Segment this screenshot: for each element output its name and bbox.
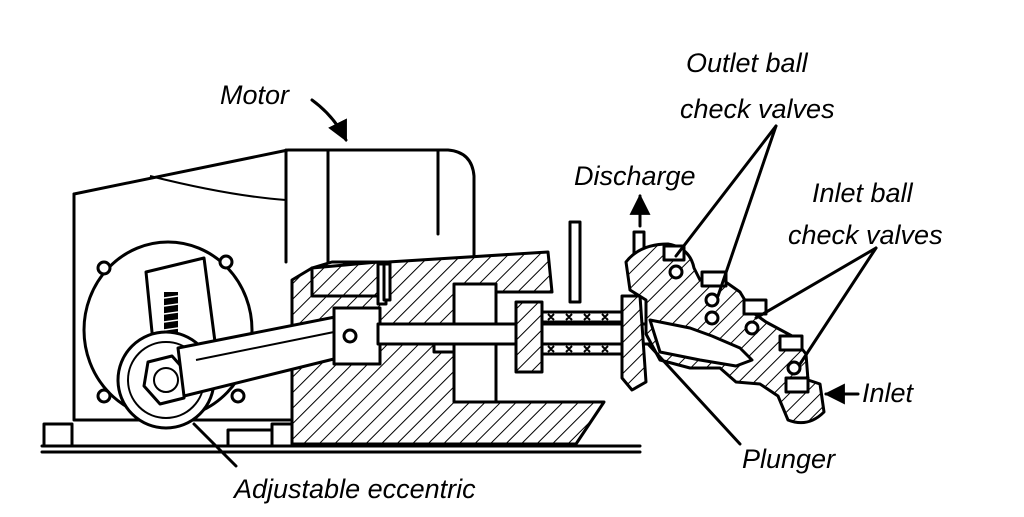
plunger-label: Plunger [742,444,836,474]
outlet-valves-label-line1: Outlet ball [686,48,809,78]
inlet-label: Inlet [862,378,915,408]
outlet-ball-check-valves [662,244,728,326]
base-plate [40,422,642,454]
outlet-valves-label-line2: check valves [680,94,835,124]
eccentric-label: Adjustable eccentric [232,474,476,504]
discharge-label: Discharge [574,161,696,191]
motor-housing [72,148,476,422]
inlet-ball-check-valves [742,298,810,394]
packing-gland [514,294,648,392]
callout-lines [192,98,878,468]
connecting-rod [176,306,382,398]
valve-manifold [624,242,826,425]
inlet-valves-label-line1: Inlet ball [812,178,914,208]
inlet-valves-label-line2: check valves [788,220,943,250]
motor-label: Motor [220,80,290,110]
